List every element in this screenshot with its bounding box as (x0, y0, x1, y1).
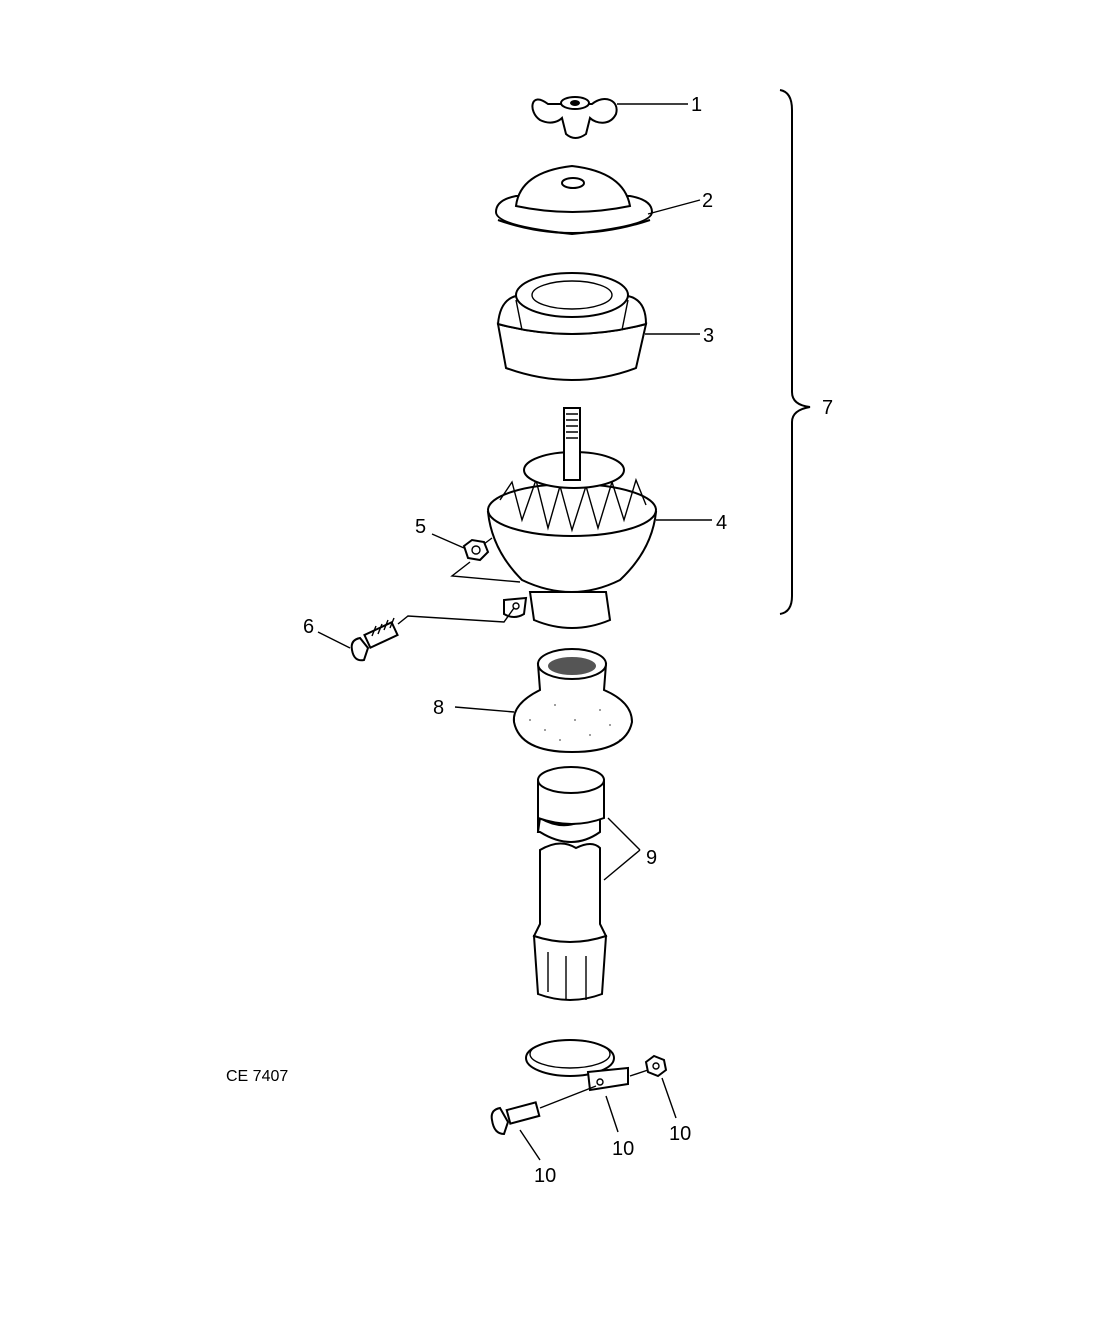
bolt-part (350, 617, 399, 662)
callout-2-label: 2 (702, 190, 713, 212)
callout-5-axis-line (450, 561, 521, 583)
callout-10a-leader (519, 1129, 541, 1161)
wing-nut-part (531, 96, 618, 139)
callout-6-label: 6 (303, 616, 314, 638)
assembly-bracket (779, 89, 811, 615)
nut-part (462, 538, 490, 562)
clamp-nut-part (644, 1054, 668, 1078)
callout-10b-leader (605, 1095, 619, 1133)
rubber-boot-part (512, 648, 634, 754)
clamp-bolt-part (490, 1101, 541, 1136)
spreader-body-part (486, 407, 658, 629)
callout-5-axis (483, 537, 493, 545)
clamp-axis-line (539, 1085, 597, 1109)
callout-1-label: 1 (691, 94, 702, 116)
callout-5-label: 5 (415, 516, 426, 538)
drawing-code: CE 7407 (226, 1068, 288, 1085)
callout-9-label: 9 (646, 847, 657, 869)
callout-6-leader (317, 631, 351, 649)
callout-8-label: 8 (433, 697, 444, 719)
callout-6-axis-line (397, 607, 515, 625)
callout-8-leader (454, 706, 515, 713)
cone-ring-part (496, 272, 648, 381)
callout-10b-label: 10 (612, 1138, 634, 1160)
callout-10c-label: 10 (669, 1123, 691, 1145)
clamp-part (525, 1039, 629, 1092)
clamp-axis-line-2 (629, 1069, 649, 1077)
callout-10a-label: 10 (534, 1165, 556, 1187)
cap-part (494, 164, 654, 236)
callout-4-label: 4 (716, 512, 727, 534)
callout-7-label: 7 (822, 397, 833, 419)
callout-10c-leader (661, 1077, 677, 1119)
sleeve-part (536, 766, 605, 843)
callout-3-label: 3 (703, 325, 714, 347)
callout-5-leader (431, 533, 465, 549)
callout-9-leader (603, 817, 641, 881)
callout-2-leader (647, 199, 701, 215)
tube-part (532, 842, 608, 1001)
